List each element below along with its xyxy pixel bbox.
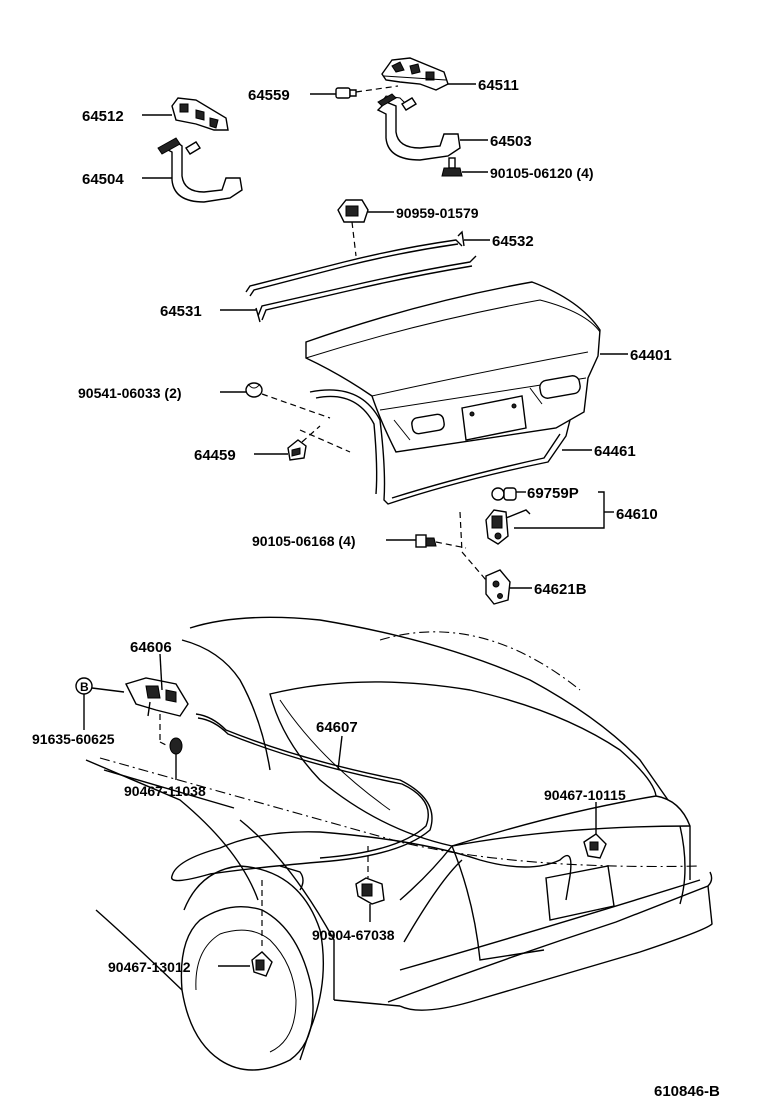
hinge-arm-64504 (157, 137, 243, 203)
label-90959-01579: 90959-01579 (396, 205, 479, 221)
luggage-compartment-door-64401 (305, 281, 601, 453)
cushion-90541-06033 (245, 382, 263, 398)
weatherstrip-64461 (309, 389, 571, 505)
label-90105-06168: 90105-06168 (4) (252, 533, 356, 549)
label-90467-13012: 90467-13012 (108, 959, 191, 975)
clip-90904-67038 (355, 877, 385, 905)
clip-90467-11038 (169, 737, 183, 755)
label-90467-10115: 90467-10115 (544, 787, 626, 803)
clip-90467-13012 (251, 951, 273, 977)
label-64606: 64606 (130, 639, 172, 656)
label-90467-11038: 90467-11038 (124, 783, 206, 799)
label-64461: 64461 (594, 443, 636, 460)
hinge-arm-64503 (376, 93, 461, 161)
diagram-code: 610846-B (654, 1083, 720, 1100)
label-64511: 64511 (478, 77, 519, 94)
lock-assembly-64610 (485, 509, 531, 545)
label-64401: 64401 (630, 347, 672, 364)
release-cable-64607 (171, 713, 572, 901)
label-64610: 64610 (616, 506, 658, 523)
cable-end (279, 865, 304, 891)
torsion-bar-64532 (245, 230, 465, 297)
vehicle-body-outline (85, 616, 713, 1071)
label-64512: 64512 (82, 108, 124, 125)
body-line (103, 769, 235, 809)
reference-marker-b-letter: B (80, 680, 89, 694)
label-91635-60625: 91635-60625 (32, 731, 115, 747)
striker-64621B (485, 569, 511, 605)
hinge-bracket-64511 (381, 57, 449, 91)
label-64503: 64503 (490, 133, 532, 150)
bolt-90105-06168 (415, 534, 437, 548)
label-64531: 64531 (160, 303, 202, 320)
label-64559: 64559 (248, 87, 290, 104)
label-64504: 64504 (82, 171, 124, 188)
label-64621B: 64621B (534, 581, 587, 598)
label-90541-06033: 90541-06033 (2) (78, 385, 182, 401)
bolt-90105-06120 (441, 157, 463, 177)
label-90904-67038: 90904-67038 (312, 927, 395, 943)
label-64607: 64607 (316, 719, 358, 736)
release-lever-64606 (125, 677, 189, 717)
clip-90467-10115 (583, 833, 607, 859)
hinge-bracket-64512 (171, 97, 229, 131)
bolt-64559 (335, 87, 357, 99)
label-69759P: 69759P (527, 485, 579, 502)
lock-cylinder-69759P (491, 487, 517, 501)
label-64459: 64459 (194, 447, 236, 464)
torsion-bar-clip-90959-01579 (337, 199, 369, 223)
label-90105-06120: 90105-06120 (4) (490, 165, 594, 181)
torsion-bar-64531 (255, 255, 477, 323)
stopper-64459 (287, 439, 307, 461)
label-64532: 64532 (492, 233, 534, 250)
